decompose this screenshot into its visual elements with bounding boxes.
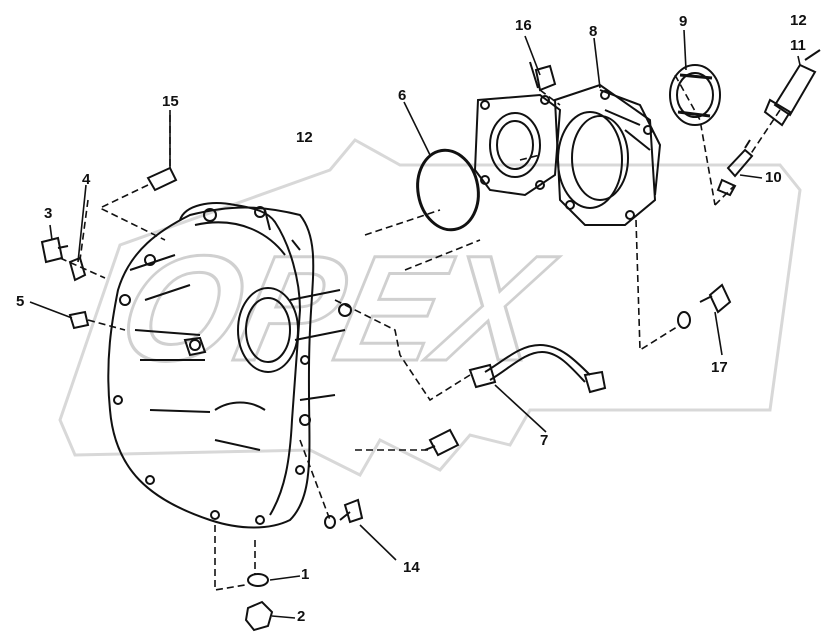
bolt-17 xyxy=(677,283,732,329)
flange-plate xyxy=(473,93,562,197)
bolt-16 xyxy=(529,61,557,92)
breather-fitting xyxy=(716,139,754,197)
callout-15: 15 xyxy=(162,93,179,110)
plug-3 xyxy=(40,236,69,264)
hose-pipe xyxy=(468,343,607,394)
callout-7: 7 xyxy=(540,432,549,449)
callout-11: 11 xyxy=(790,37,806,54)
speed-sensor xyxy=(763,49,821,127)
callout-14: 14 xyxy=(403,559,420,576)
callout-2: 2 xyxy=(297,608,306,625)
fitting-15 xyxy=(146,166,178,192)
callout-8: 8 xyxy=(589,23,598,40)
inner-bracket xyxy=(183,336,207,357)
watermark-logo: OPEX xyxy=(58,138,802,477)
washer-1 xyxy=(247,573,269,587)
bolt-14 xyxy=(324,498,364,529)
plug-5 xyxy=(68,310,90,330)
callout-6: 6 xyxy=(398,87,407,104)
callout-3: 3 xyxy=(44,205,53,222)
bell-housing xyxy=(107,202,352,529)
gasket-ring xyxy=(416,148,480,232)
leader-lines xyxy=(29,29,801,619)
drain-plug-2 xyxy=(244,600,274,632)
oil-seal xyxy=(669,64,721,126)
callout-12-top: 12 xyxy=(790,12,807,29)
drain-fitting xyxy=(424,428,460,457)
callout-1: 1 xyxy=(301,566,310,583)
callout-5: 5 xyxy=(16,293,25,310)
washer-4 xyxy=(68,256,87,282)
callout-16: 16 xyxy=(515,17,532,34)
callout-10: 10 xyxy=(765,169,782,186)
watermark-text: OPEX xyxy=(107,226,567,393)
callout-17: 17 xyxy=(711,359,728,376)
callout-12: 12 xyxy=(296,129,313,146)
callout-4: 4 xyxy=(82,171,91,188)
callout-9: 9 xyxy=(679,13,688,30)
bearing-housing xyxy=(553,83,662,226)
